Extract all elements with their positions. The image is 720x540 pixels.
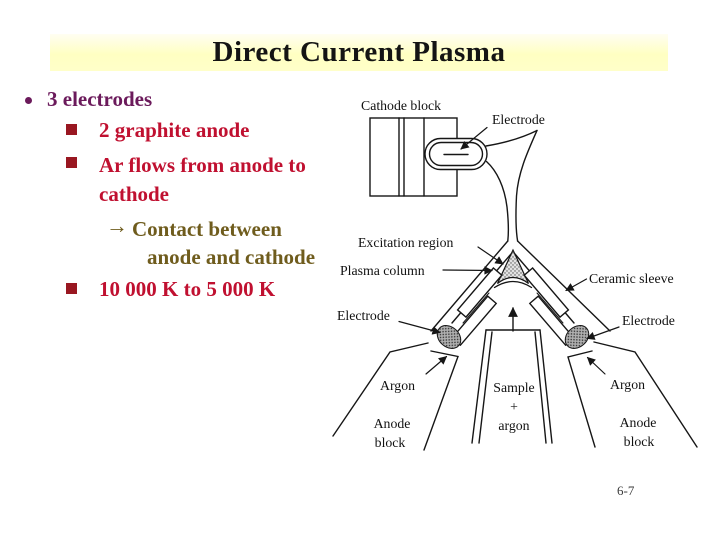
- title-banner: Direct Current Plasma: [50, 34, 668, 71]
- anode-right-label-2: block: [624, 434, 655, 449]
- right-anode-block: [567, 341, 698, 448]
- argon-left-label: Argon: [380, 378, 415, 393]
- excitation-region-label: Excitation region: [358, 235, 454, 250]
- left-electrode-tip: [436, 325, 462, 349]
- electrode-left-arrow: [398, 320, 441, 335]
- bullet-item-4-line-1: Contact between: [132, 217, 282, 241]
- argon-right-arrow: [586, 356, 606, 375]
- sample-tube: [471, 307, 553, 444]
- anode-left-label-1: Anode: [374, 416, 411, 431]
- electrode-right-arrow: [586, 326, 620, 340]
- bullet-item-1: 3 electrodes: [47, 87, 153, 111]
- top-electrode-capsule: [424, 137, 488, 171]
- bullet-item-4: Contact between anode and cathode: [132, 215, 315, 271]
- dcp-apparatus-diagram: Cathode block Electrode Excitation regio…: [330, 86, 720, 458]
- left-electrode-assembly: [436, 267, 503, 349]
- bullet-item-3-line-2: cathode: [99, 182, 169, 206]
- argon-center-label: argon: [498, 418, 529, 433]
- bullet-item-3: Ar flows from anode to cathode: [99, 151, 306, 209]
- excitation-region-shape: [493, 248, 533, 289]
- anode-right-label-1: Anode: [620, 415, 657, 430]
- excitation-region-arrow: [477, 246, 504, 265]
- square-bullet-icon: [66, 157, 77, 168]
- square-bullet-icon: [66, 283, 77, 294]
- plus-label: +: [510, 399, 518, 414]
- round-bullet-icon: [25, 97, 32, 104]
- left-anode-block: [332, 342, 459, 451]
- bullet-item-2: 2 graphite anode: [99, 118, 250, 142]
- argon-left-arrow: [425, 355, 448, 375]
- leader-arrows: [398, 126, 620, 375]
- argon-right-label: Argon: [610, 377, 645, 392]
- cathode-block-label: Cathode block: [361, 98, 441, 113]
- ceramic-sleeve-label: Ceramic sleeve: [589, 271, 674, 286]
- plasma-column-label: Plasma column: [340, 263, 425, 278]
- square-bullet-icon: [66, 124, 77, 135]
- electrode-top-arrow: [460, 126, 488, 150]
- bullet-item-5: 10 000 K to 5 000 K: [99, 277, 276, 301]
- right-arrow-icon: →: [106, 213, 128, 238]
- right-electrode-assembly: [523, 267, 590, 349]
- anode-left-label-2: block: [375, 435, 406, 450]
- electrode-right-label: Electrode: [622, 313, 675, 328]
- ceramic-sleeve-arrow: [565, 278, 588, 292]
- plasma-column-arrow: [442, 266, 493, 275]
- bullet-item-4-line-2: anode and cathode: [147, 245, 316, 269]
- sample-label: Sample: [493, 380, 534, 395]
- electrode-left-label: Electrode: [337, 308, 390, 323]
- page-number: 6-7: [617, 483, 635, 498]
- right-electrode-tip: [564, 325, 590, 349]
- bullet-item-3-line-1: Ar flows from anode to: [99, 153, 306, 177]
- slide-title: Direct Current Plasma: [212, 36, 506, 68]
- electrode-top-label: Electrode: [492, 112, 545, 127]
